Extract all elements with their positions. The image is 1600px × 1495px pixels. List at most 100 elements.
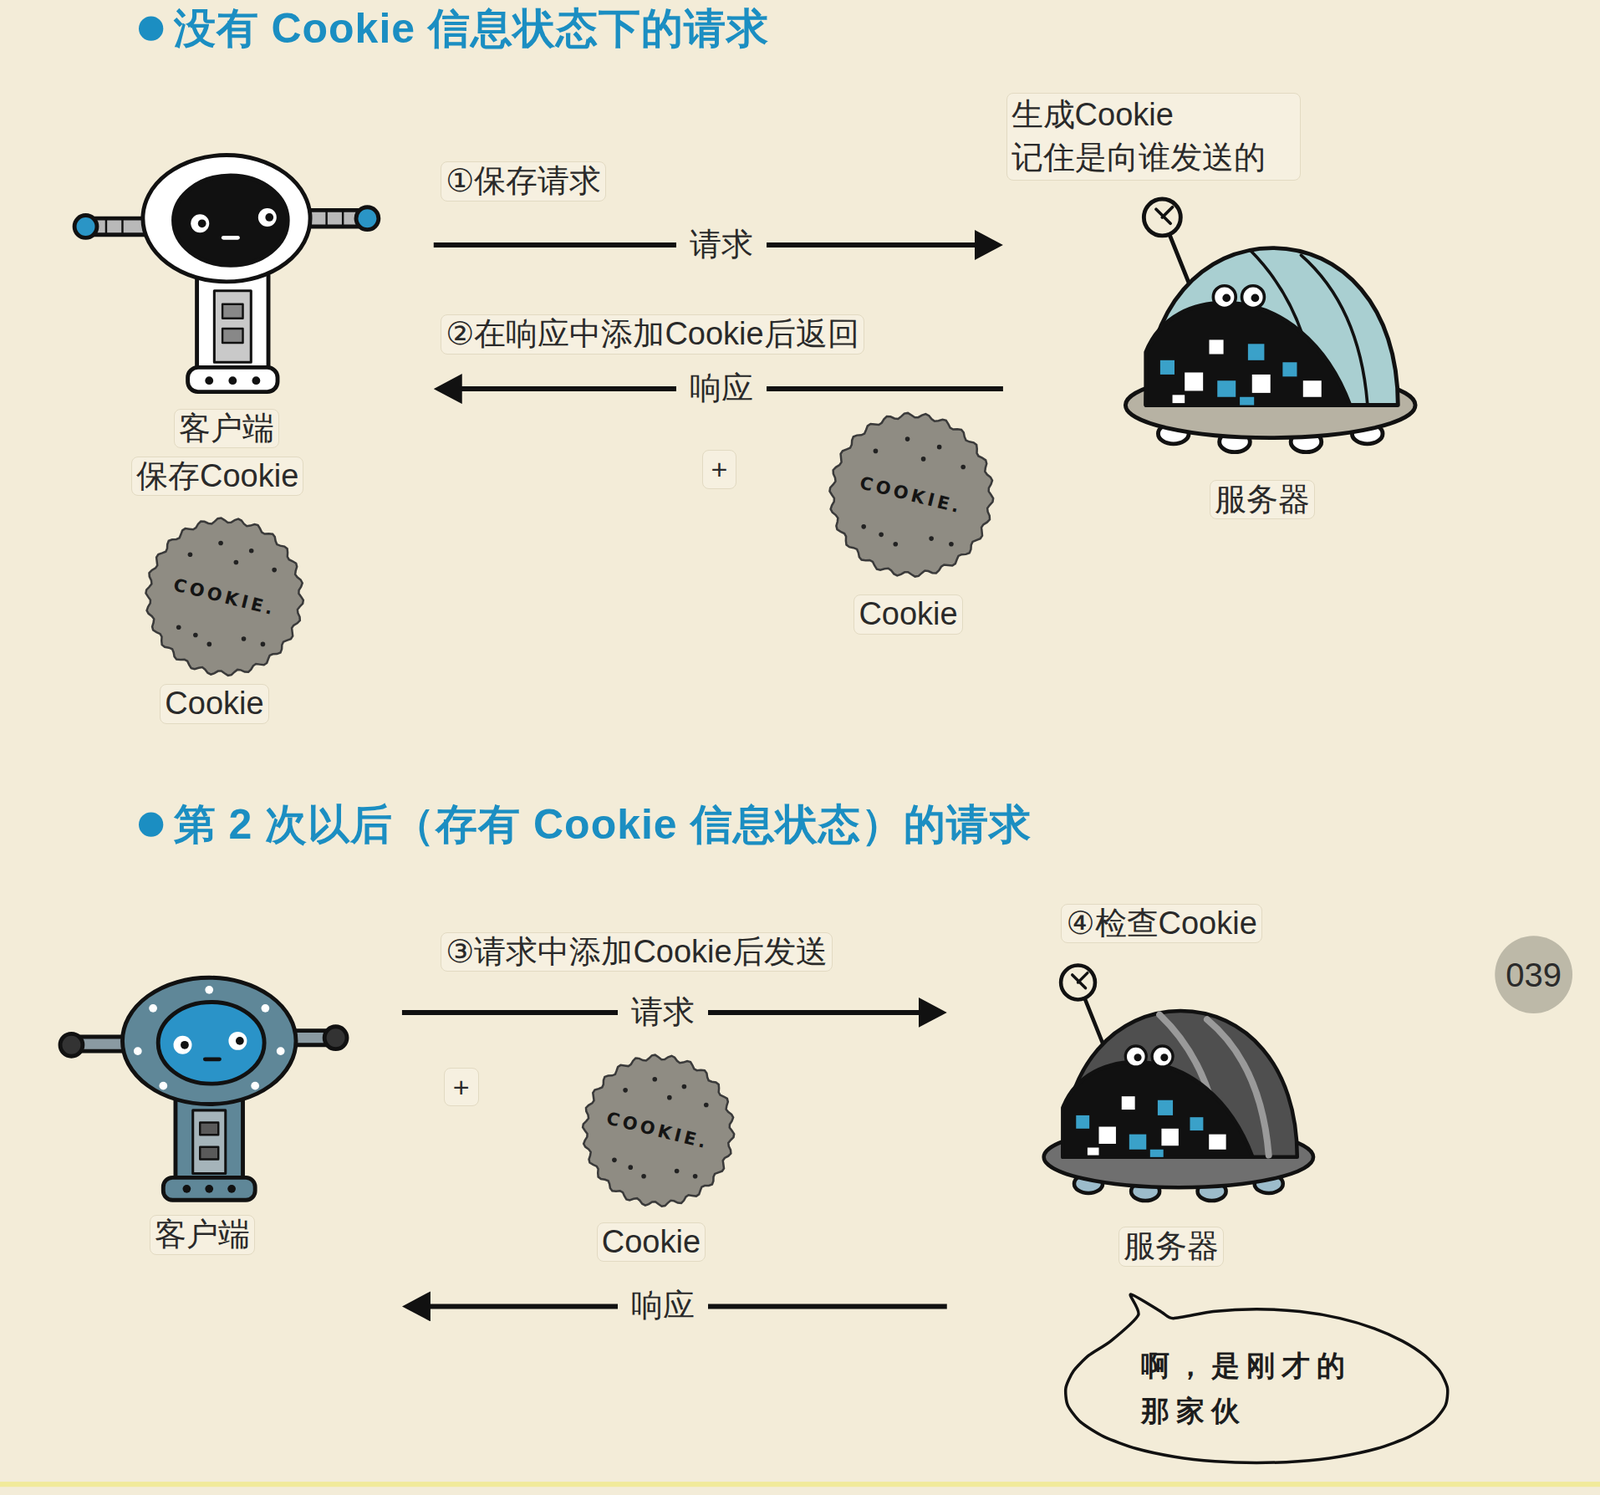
client-figure [324, 1026, 347, 1050]
client-figure [199, 1122, 219, 1136]
cookie-dot [928, 536, 934, 542]
server-figure [1087, 1147, 1100, 1156]
server-figure [1184, 371, 1203, 391]
client-figure [222, 304, 243, 319]
client-figure [142, 155, 311, 282]
server-figure [1303, 380, 1322, 398]
client-figure [221, 235, 240, 240]
client-robot: 客户端保存Cookie [61, 142, 434, 500]
bubble-outline [1065, 1294, 1448, 1463]
label-holder: + [443, 1067, 479, 1107]
label-holder: ②在响应中添加Cookie后返回 [440, 314, 864, 355]
cookie-dot [260, 642, 266, 648]
server-figure [1121, 1095, 1136, 1110]
bottom-rule [0, 1481, 1600, 1487]
cookie: COOKIE.Cookie [576, 1050, 740, 1265]
cookie-dot [673, 1168, 679, 1174]
client-figure [188, 366, 278, 392]
client-figure [173, 175, 289, 265]
cookie-dot [233, 560, 239, 566]
cookie-dot [892, 541, 898, 547]
server-figure [1239, 397, 1254, 406]
cookie-dot [960, 464, 966, 470]
server-figure [1208, 1134, 1226, 1150]
label-holder: ③请求中添加Cookie后发送 [440, 932, 832, 973]
server-figure [1222, 293, 1231, 302]
client-figure [227, 1184, 236, 1193]
server-figure [1099, 1126, 1116, 1144]
server-figure [1168, 231, 1189, 283]
plus-sign: + [702, 449, 738, 490]
server-figure [1125, 198, 1416, 453]
server-figure [1160, 360, 1175, 375]
node-label: 服务器 [1118, 1226, 1224, 1267]
server-figure [1282, 361, 1297, 377]
client-figure [74, 215, 97, 239]
heading-bullet [138, 16, 164, 41]
client-figure [122, 977, 296, 1104]
cookie-dot [878, 532, 884, 538]
cookie: COOKIE.Cookie [142, 514, 306, 729]
client-figure [133, 1046, 143, 1055]
client-figure [214, 290, 251, 362]
cookie-dot [872, 448, 878, 454]
label-holder: 039 [1505, 954, 1562, 995]
client-figure [173, 1035, 193, 1055]
server-figure [1248, 343, 1265, 361]
server-figure [1060, 965, 1096, 1000]
client-figure [190, 214, 209, 233]
cookie-dot [611, 1157, 617, 1163]
client-figure [258, 208, 277, 227]
server-figure [1172, 394, 1186, 403]
server-figure [1129, 1134, 1147, 1150]
client-figure [175, 1093, 244, 1183]
cookie-dot [937, 444, 943, 450]
speech-bubble: 啊，是刚才的 那家伙 [1060, 1290, 1453, 1475]
server-figure [1062, 1061, 1253, 1157]
cookie-dot [241, 636, 247, 643]
client-figure [158, 1081, 168, 1091]
client-figure [204, 985, 214, 994]
cookie-dot [193, 632, 199, 638]
edge-label: 请求 [617, 993, 709, 1032]
client-figure [121, 218, 123, 235]
bubble-text: 啊，是刚才的 那家伙 [1141, 1342, 1392, 1434]
server-note: 生成Cookie 记住是向谁发送的 [1006, 92, 1301, 181]
cookie-dot [206, 642, 212, 648]
label-holder: + [702, 449, 738, 490]
section-heading: 第 2 次以后（存有 Cookie 信息状态）的请求 [173, 799, 1032, 850]
server-figure [1150, 1149, 1164, 1157]
client-figure [198, 219, 207, 228]
server-figure [1217, 380, 1236, 398]
heading-bullet [138, 812, 164, 837]
cookie-dot [641, 1173, 647, 1179]
step-note: ②在响应中添加Cookie后返回 [440, 314, 864, 355]
server-figure [1083, 995, 1103, 1044]
server-figure [1212, 285, 1236, 309]
client-figure [157, 1002, 265, 1085]
server-figure [1125, 1045, 1147, 1067]
node-label: Cookie [853, 594, 963, 635]
edge-label: 请求 [676, 225, 767, 265]
client-figure [204, 376, 214, 385]
cookie-dot [904, 437, 910, 443]
client-figure [180, 1040, 189, 1050]
server-figure [1134, 1053, 1142, 1061]
server-figure [1157, 1100, 1173, 1116]
page-number: 039 [1505, 954, 1562, 995]
node-label: 客户端 [173, 408, 280, 449]
label-holder: 请求 [617, 993, 709, 1032]
label-holder: ①保存请求 [440, 161, 607, 202]
section-heading: 没有 Cookie 信息状态下的请求 [173, 3, 770, 54]
client-figure [203, 1056, 222, 1061]
step-note: ①保存请求 [440, 161, 607, 202]
cookie-dot [271, 567, 277, 573]
client-figure [60, 1033, 83, 1056]
label-holder: 请求 [676, 225, 767, 265]
server-figure [1242, 285, 1265, 309]
server-figure [1156, 207, 1173, 225]
